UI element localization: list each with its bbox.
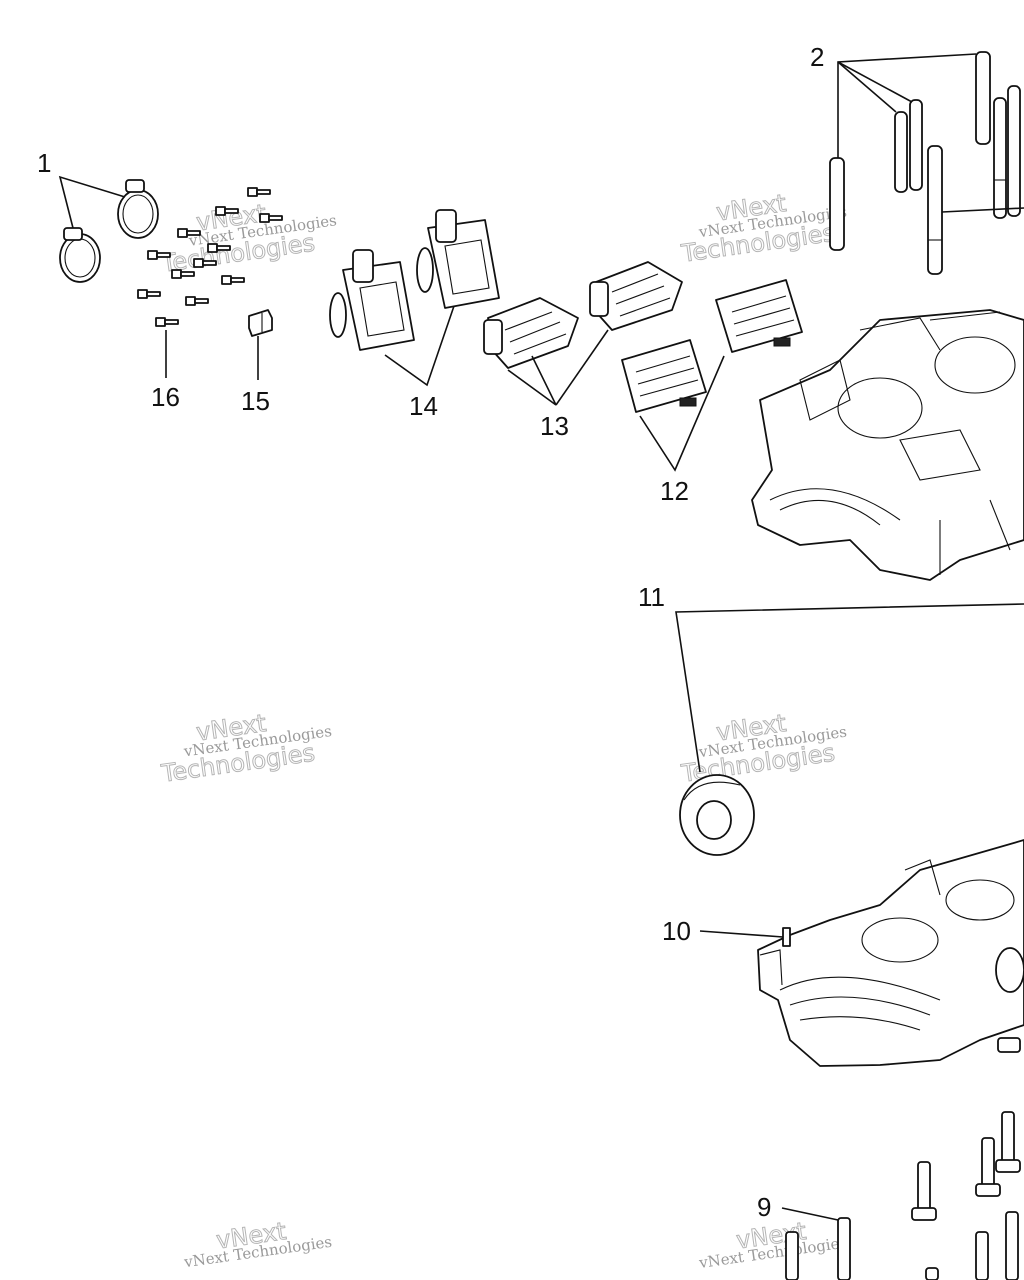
callout-label: 2 [810, 42, 824, 72]
upper-crankcase [751, 309, 1024, 581]
part-9-bolts [785, 1111, 1021, 1280]
callout-1: 1 [37, 148, 126, 229]
callout-label: 1 [37, 148, 51, 178]
lower-crankcase [757, 839, 1024, 1067]
callout-2: 2 [810, 42, 1024, 213]
callout-label: 15 [241, 386, 270, 416]
callout-10: 10 [662, 916, 791, 947]
part-14-intake-flange-b [416, 209, 500, 309]
watermark-mid-right: vNext vNext Technologies Technologies [679, 709, 848, 789]
callout-label: 10 [662, 916, 691, 946]
callout-12: 12 [639, 355, 725, 506]
bolt-group [137, 187, 283, 327]
part-14-intake-flange-a [329, 249, 415, 351]
callout-16: 16 [151, 330, 180, 412]
part-13-reed-cage-a [483, 297, 579, 369]
callout-label: 13 [540, 411, 569, 441]
callout-9: 9 [757, 1192, 839, 1222]
callout-label: 12 [660, 476, 689, 506]
watermark-top-right: vNext vNext Technologies Technologies [679, 189, 848, 269]
callout-label: 9 [757, 1192, 771, 1222]
callout-15: 15 [241, 336, 270, 416]
part-11-seal [679, 774, 755, 856]
callout-label: 11 [638, 582, 665, 612]
part-12-reed-plate-b [715, 279, 803, 353]
part-2-studs [829, 51, 1021, 275]
part-15-clip [248, 309, 273, 337]
callout-11: 11 [638, 582, 1024, 773]
watermark-mid-left: vNext vNext Technologies Technologies [159, 709, 333, 789]
callout-13: 13 [507, 329, 609, 441]
callout-label: 16 [151, 382, 180, 412]
callout-label: 14 [409, 391, 438, 421]
watermark-bottom-left: vNext vNext Technologies [182, 1217, 333, 1272]
part-1-hose-clamps [59, 179, 159, 283]
callout-14: 14 [384, 305, 455, 421]
part-13-reed-cage-b [589, 261, 683, 331]
part-12-reed-plate-a [621, 339, 707, 413]
